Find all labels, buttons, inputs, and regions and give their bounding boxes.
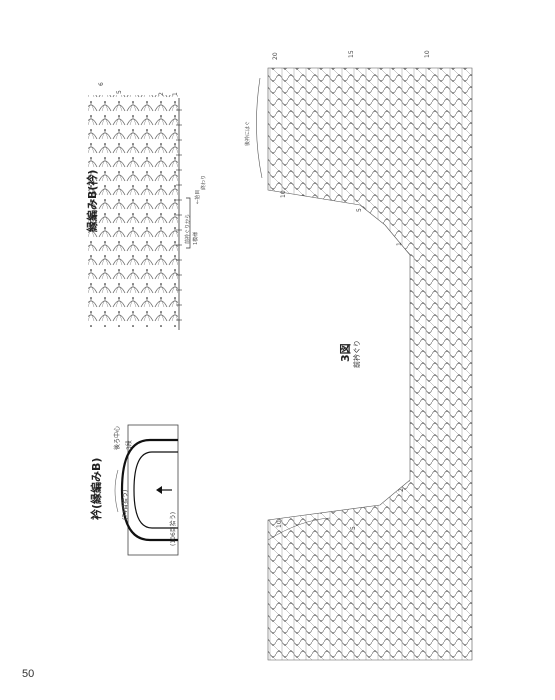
edging-b-title: 縁編みB(衿) — [86, 169, 99, 232]
bottom-label-5: 5 — [350, 526, 357, 530]
end-label: 終わり — [201, 174, 207, 190]
collar-title: 衿(縁編みB) — [90, 457, 103, 520]
edging-b-chart — [88, 95, 191, 330]
top-label-20: 20 — [272, 52, 279, 60]
top-label-15: 15 — [348, 50, 355, 58]
picks-front-note: (74目拾う) — [122, 489, 129, 520]
repeat-label: 1模様 — [193, 231, 199, 245]
collar-schematic — [114, 424, 179, 556]
rows-note: 3段 — [126, 440, 133, 450]
picks-back-note: (106目拾う) — [170, 511, 177, 546]
figure-title: 3図 — [339, 343, 352, 362]
figure-subtitle: 前衿ぐり — [353, 340, 361, 368]
left-label-5: 5 — [356, 208, 363, 212]
page-number: 50 — [22, 668, 35, 680]
row-label-6: 6 — [98, 82, 105, 86]
start-label: ←拾目 — [195, 189, 201, 204]
left-label-1: 1 — [396, 242, 403, 246]
center-back-note: 後ろ中心 — [114, 425, 121, 450]
row-label-5: 5 — [116, 90, 123, 94]
inner-label-2: 2 — [398, 488, 405, 492]
bracket-note: 後衿にはぐ — [245, 120, 251, 146]
left-label-10: 10 — [280, 190, 287, 198]
row-label-2: 2 — [158, 92, 165, 96]
row-label-1: 1 — [172, 92, 179, 96]
sweep-label: 前衿ぐりから — [185, 213, 191, 244]
figure-3-chart — [256, 67, 473, 661]
bottom-label-10: 10 — [276, 520, 283, 528]
top-label-10: 10 — [424, 50, 431, 58]
